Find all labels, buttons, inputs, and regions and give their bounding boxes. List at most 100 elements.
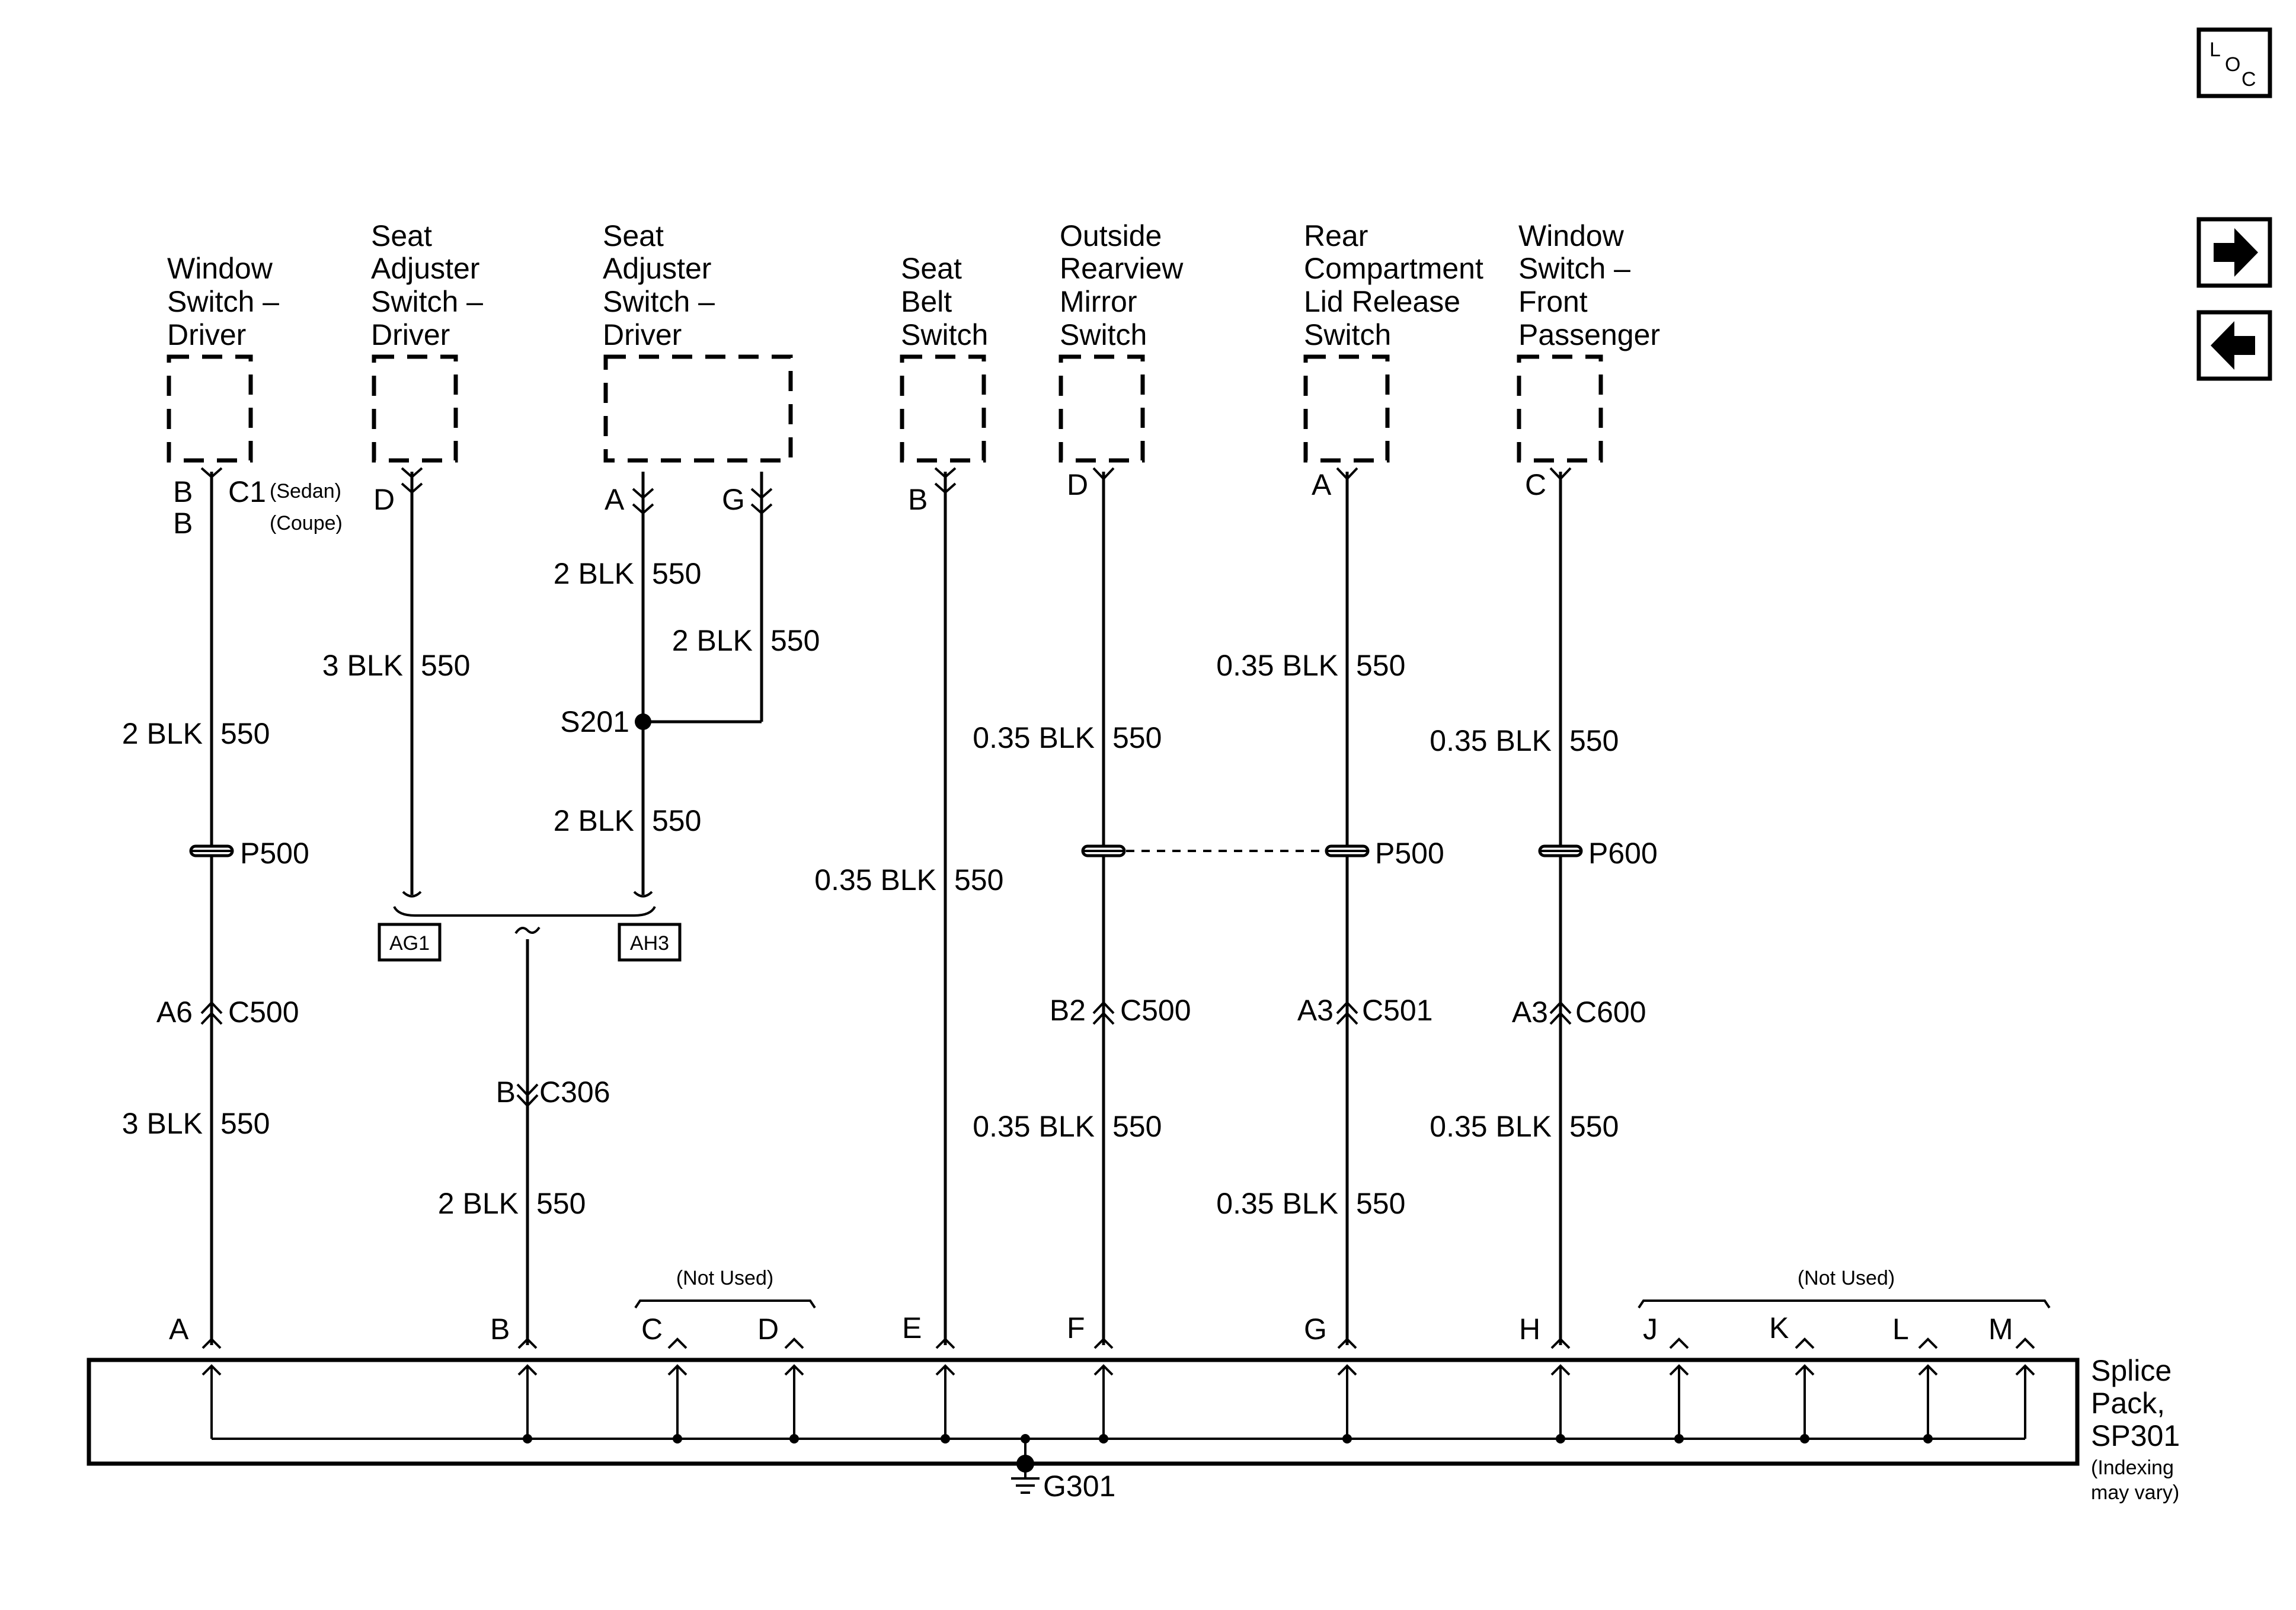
svg-text:P600: P600 [1588, 837, 1658, 870]
wire-label-mirror-bot: 0.35 BLK 550 [973, 1110, 1162, 1143]
window-switch-front-passenger-title: Window Switch – Front Passenger [1518, 219, 1660, 351]
svg-text:F: F [1067, 1311, 1085, 1345]
component-pin-chevrons [200, 467, 1572, 515]
wire-lines [210, 472, 1562, 1345]
svg-text:550: 550 [1356, 1187, 1405, 1220]
svg-text:Rearview: Rearview [1060, 252, 1184, 285]
ground-label: G301 [1043, 1470, 1115, 1503]
splice-pack-box [87, 1358, 2080, 1466]
not-used-bracket-left: (Not Used) [634, 1267, 816, 1309]
next-page-button[interactable] [2196, 217, 2272, 288]
svg-text:Driver: Driver [603, 318, 682, 351]
svg-text:0.35 BLK: 0.35 BLK [1216, 649, 1338, 682]
c306-pin: B [496, 1076, 516, 1109]
svg-text:Mirror: Mirror [1060, 285, 1137, 318]
svg-text:Window: Window [167, 252, 273, 285]
svg-text:0.35 BLK: 0.35 BLK [973, 1110, 1095, 1143]
svg-text:Belt: Belt [901, 285, 952, 318]
pin-window-c1: C1 [228, 475, 266, 508]
svg-text:Seat: Seat [901, 252, 962, 285]
c501-label: C501 [1362, 994, 1433, 1027]
s201-label: S201 [560, 705, 629, 738]
outside-rearview-mirror-switch-title: Outside Rearview Mirror Switch [1060, 219, 1184, 351]
c500-right-label: C500 [1120, 994, 1191, 1027]
ah3-connector-box: AH3 [618, 923, 682, 962]
loc-button[interactable]: L O C [2196, 27, 2272, 98]
svg-text:AH3: AH3 [630, 932, 669, 955]
svg-text:550: 550 [536, 1187, 586, 1220]
svg-text:Window: Window [1518, 219, 1625, 252]
wire-label-w3-g: 2 BLK 550 [672, 624, 820, 657]
svg-text:Switch: Switch [1304, 318, 1391, 351]
seat-belt-switch-title: Seat Belt Switch [901, 252, 988, 351]
pin-window-b: B [173, 475, 193, 508]
wire-label-w1-bot: 3 BLK 550 [122, 1107, 270, 1140]
wire-label-pass-top: 0.35 BLK 550 [1430, 724, 1619, 757]
c306-label: C306 [539, 1076, 610, 1109]
svg-text:Lid Release: Lid Release [1304, 285, 1460, 318]
connector-chevrons [200, 1001, 1572, 1108]
mirror-inline-connector [1081, 844, 1126, 857]
ground-symbol-icon [1011, 1439, 1040, 1494]
svg-text:550: 550 [220, 717, 270, 750]
svg-text:0.35 BLK: 0.35 BLK [973, 721, 1095, 754]
svg-text:550: 550 [652, 804, 701, 837]
c500-right-pin: B2 [1050, 994, 1086, 1027]
svg-text:G: G [1304, 1313, 1327, 1346]
window-switch-driver-title: Window Switch – Driver [167, 252, 279, 351]
s201-splice-dot [635, 713, 651, 730]
p500-right-connector: P500 [1325, 837, 1444, 870]
not-used-bracket-right: (Not Used) [1638, 1267, 2051, 1309]
svg-text:Switch –: Switch – [1518, 252, 1630, 285]
wire-label-rear-top: 0.35 BLK 550 [1216, 649, 1405, 682]
pin-seat1-d: D [373, 483, 395, 516]
svg-text:550: 550 [1112, 1110, 1162, 1143]
svg-text:0.35 BLK: 0.35 BLK [1430, 1110, 1552, 1143]
wire-label-rear-bot: 0.35 BLK 550 [1216, 1187, 1405, 1220]
c501-pin: A3 [1297, 994, 1334, 1027]
pin-belt-b: B [908, 483, 928, 516]
pin-mirror-d: D [1067, 468, 1088, 501]
wire-label-w3-top: 2 BLK 550 [554, 557, 702, 590]
svg-text:550: 550 [1356, 649, 1405, 682]
svg-text:B: B [490, 1313, 510, 1346]
svg-text:A: A [169, 1313, 189, 1346]
svg-text:550: 550 [1112, 721, 1162, 754]
svg-text:Driver: Driver [167, 318, 246, 351]
svg-text:Compartment: Compartment [1304, 252, 1483, 285]
svg-text:K: K [1769, 1311, 1789, 1345]
splice-junction-dots [523, 1434, 1933, 1443]
svg-text:Rear: Rear [1304, 219, 1368, 252]
seat-adjuster-switch-driver-box-2 [603, 354, 793, 463]
wire-label-w2: 3 BLK 550 [322, 649, 471, 682]
svg-text:Seat: Seat [371, 219, 432, 252]
svg-text:M: M [1988, 1313, 2013, 1346]
pin-seat2-g: G [722, 483, 745, 516]
svg-text:2 BLK: 2 BLK [554, 557, 634, 590]
svg-text:2 BLK: 2 BLK [438, 1187, 519, 1220]
svg-text:(Not Used): (Not Used) [676, 1267, 773, 1289]
svg-text:may vary): may vary) [2091, 1481, 2179, 1504]
seat-adjuster-switch-driver-box-1 [372, 354, 458, 463]
svg-text:Adjuster: Adjuster [603, 252, 711, 285]
coupe-note: (Coupe) [270, 512, 343, 534]
svg-text:L: L [1892, 1313, 1909, 1346]
wire-label-mirror-top: 0.35 BLK 550 [973, 721, 1162, 754]
right-arrow-icon [2214, 228, 2258, 277]
c600-pin: A3 [1512, 996, 1548, 1029]
svg-text:3 BLK: 3 BLK [122, 1107, 203, 1140]
svg-text:Passenger: Passenger [1518, 318, 1660, 351]
svg-text:Adjuster: Adjuster [371, 252, 479, 285]
svg-text:550: 550 [954, 863, 1003, 897]
seat-adjuster-switch-driver-title-2: Seat Adjuster Switch – Driver [603, 219, 715, 351]
svg-text:(Not Used): (Not Used) [1798, 1267, 1895, 1289]
sedan-note: (Sedan) [270, 480, 341, 502]
splice-pin-chevrons [202, 1337, 2035, 1349]
loc-letter-c: C [2241, 68, 2256, 91]
svg-text:0.35 BLK: 0.35 BLK [814, 863, 936, 897]
previous-page-button[interactable] [2196, 310, 2272, 381]
svg-text:3 BLK: 3 BLK [322, 649, 403, 682]
c500-left-pin: A6 [156, 996, 193, 1029]
splice-pack-label: Splice Pack, SP301 (Indexing may vary) [2091, 1354, 2180, 1504]
svg-text:D: D [757, 1313, 779, 1346]
